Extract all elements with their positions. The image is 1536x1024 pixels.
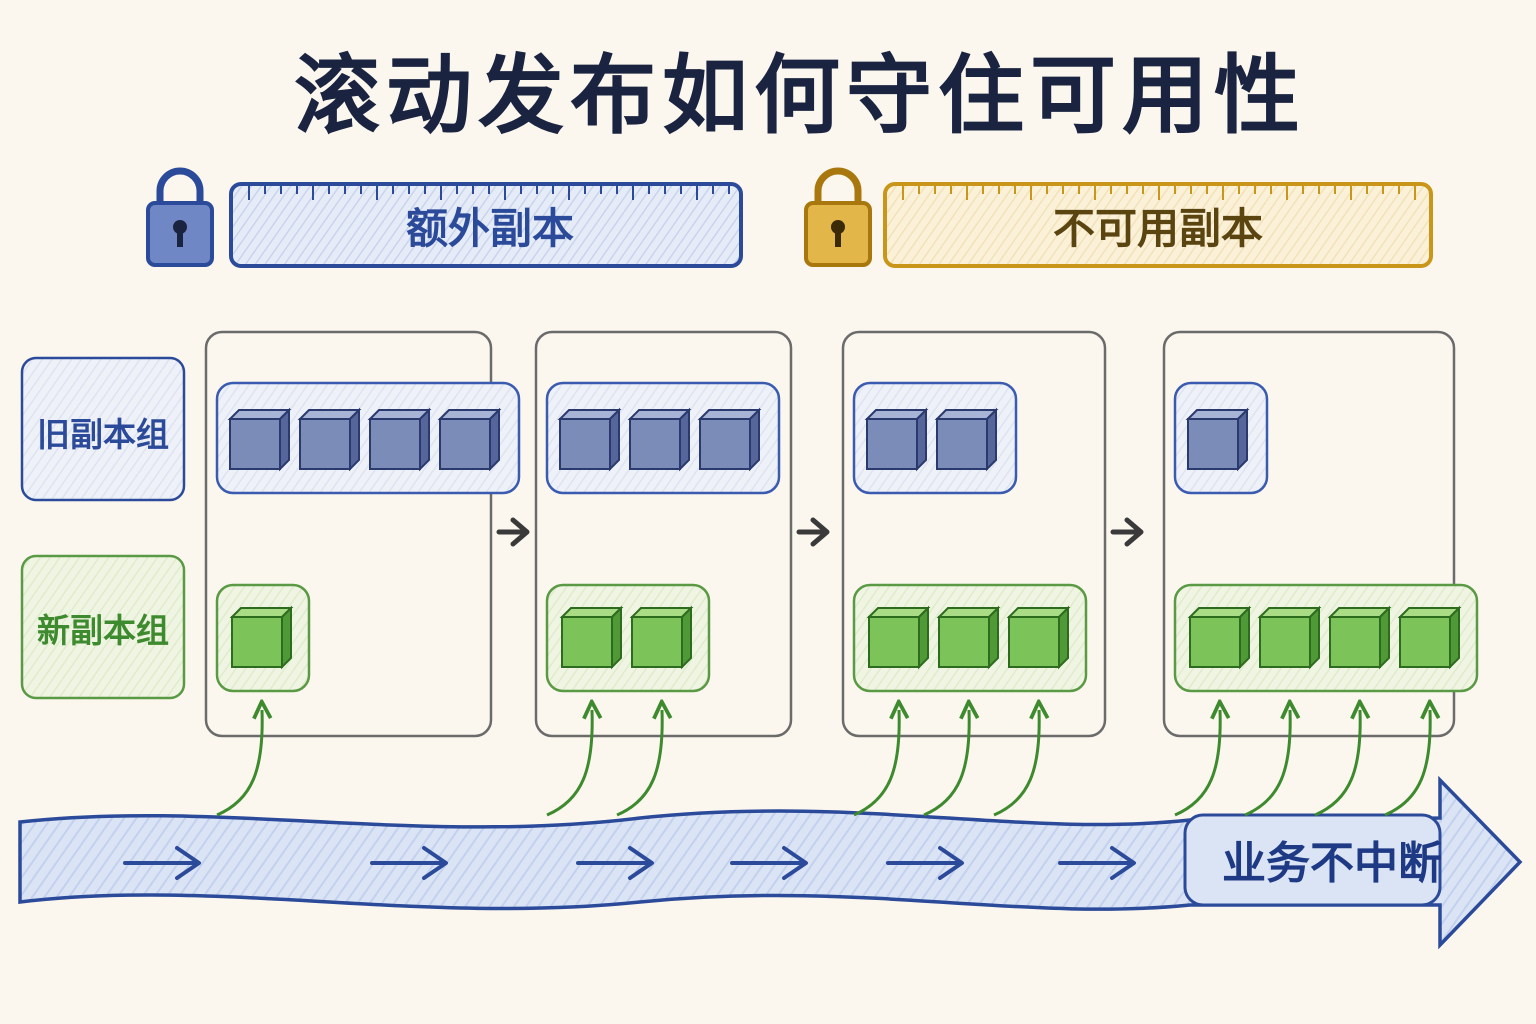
old-replica-group — [852, 381, 1018, 495]
stage-frame — [204, 330, 493, 738]
arrow-right-icon — [796, 517, 830, 547]
legend-extra: 额外副本 — [146, 167, 743, 268]
new-group-label-text: 新副本组 — [37, 611, 169, 650]
stage-4 — [1162, 330, 1479, 738]
stage-2 — [534, 330, 830, 738]
cube-icon — [1257, 605, 1322, 670]
legend-unavailable-ticks — [902, 186, 1416, 200]
cube-icon — [437, 407, 502, 472]
cube-icon — [934, 407, 999, 472]
cube-icon — [557, 407, 622, 472]
traffic-routes — [216, 710, 1430, 817]
arrow-right-icon — [123, 846, 201, 880]
cube-icon — [367, 407, 432, 472]
legend-extra-label: 额外副本 — [406, 204, 574, 253]
page-title: 滚动发布如何守住可用性 — [294, 46, 1306, 146]
old-replica-group — [215, 381, 521, 495]
cube-icon — [1327, 605, 1392, 670]
arrow-right-icon — [496, 517, 530, 547]
traffic-route-arrow — [1314, 710, 1360, 817]
traffic-route-arrow — [1174, 710, 1220, 817]
legend-extra-bar — [229, 182, 743, 268]
cube-icon — [559, 605, 624, 670]
cube-icon — [227, 407, 292, 472]
new-replica-group — [545, 583, 711, 693]
stage-frame — [1162, 330, 1456, 738]
cube-icon — [1185, 407, 1250, 472]
cube-icon — [1006, 605, 1071, 670]
lock-icon — [804, 167, 872, 267]
arrow-right-icon — [370, 846, 448, 880]
traffic-route-arrow — [216, 710, 262, 817]
traffic-label: 业务不中断 — [1222, 838, 1442, 889]
arrow-right-icon — [1058, 846, 1136, 880]
cube-icon — [1187, 605, 1252, 670]
old-replica-group — [545, 381, 781, 495]
cube-icon — [936, 605, 1001, 670]
cube-icon — [697, 407, 762, 472]
arrow-right-icon — [576, 846, 654, 880]
arrow-right-icon — [886, 846, 964, 880]
new-group-label: 新副本组 — [20, 554, 186, 700]
traffic-route-arrow — [1384, 710, 1430, 817]
cube-icon — [866, 605, 931, 670]
traffic-route-arrow — [853, 710, 899, 817]
cube-icon — [627, 407, 692, 472]
stage-3 — [841, 330, 1144, 738]
traffic-label-box: 业务不中断 — [1183, 813, 1442, 907]
cube-icon — [1397, 605, 1462, 670]
old-group-label-text: 旧副本组 — [37, 415, 169, 454]
traffic-route-arrow — [546, 710, 592, 817]
old-replica-group — [1173, 381, 1269, 495]
legend-extra-ticks — [248, 186, 730, 200]
traffic-route-arrow — [923, 710, 969, 817]
stage-frame — [534, 330, 793, 738]
arrow-right-icon — [730, 846, 808, 880]
cube-icon — [297, 407, 362, 472]
new-replica-group — [215, 583, 311, 693]
arrow-right-icon — [1110, 517, 1144, 547]
new-replica-group — [852, 583, 1088, 693]
cube-icon — [629, 605, 694, 670]
traffic-route-arrow — [1244, 710, 1290, 817]
cube-icon — [864, 407, 929, 472]
traffic-route-arrow — [616, 710, 662, 817]
stream-arrows — [123, 846, 1136, 880]
stages — [204, 330, 1479, 738]
cube-icon — [229, 605, 294, 670]
legend-unavailable-bar — [883, 182, 1433, 268]
stage-1 — [204, 330, 530, 738]
traffic-route-arrow — [993, 710, 1039, 817]
new-replica-group — [1173, 583, 1479, 693]
lock-icon — [146, 167, 214, 267]
legend-unavailable: 不可用副本 — [804, 167, 1433, 268]
legend-unavailable-label: 不可用副本 — [1053, 204, 1263, 253]
old-group-label: 旧副本组 — [20, 356, 186, 502]
stage-frame — [841, 330, 1107, 738]
